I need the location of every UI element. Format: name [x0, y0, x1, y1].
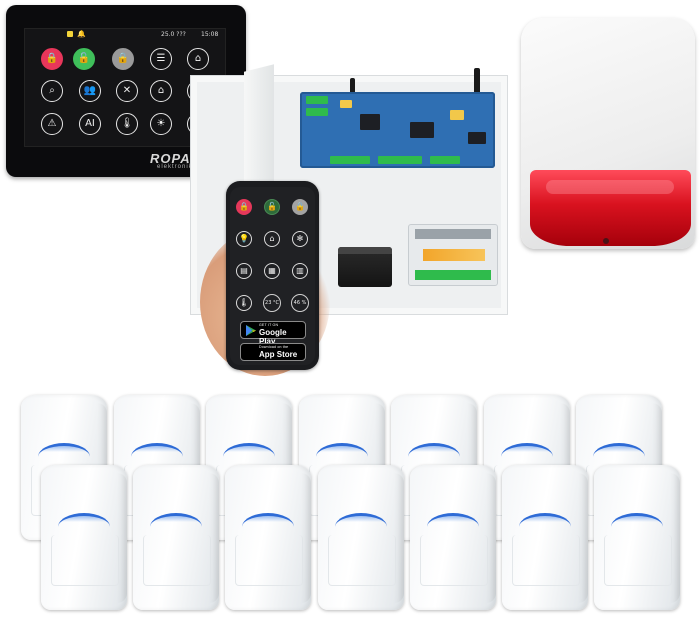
pir-lens [427, 513, 479, 527]
notification-icon [67, 31, 73, 37]
keypad-status-bar: 🔔 25.0 ??? 15:08 [25, 29, 225, 41]
pir-lens [242, 513, 294, 527]
google-play-icon [246, 325, 256, 336]
gate-icon: ▦ [264, 263, 280, 279]
keypad-clock: 15:08 [201, 31, 219, 38]
thermometer-icon: 🌡 [116, 113, 138, 135]
pir-motion-detector [502, 465, 588, 610]
bell-icon: 🔔 [77, 30, 86, 38]
pir-motion-detector [318, 465, 404, 610]
pir-lens [335, 513, 387, 527]
phone-lock-red-icon: 🔒 [236, 199, 252, 215]
garage-icon: ▥ [292, 263, 308, 279]
home-icon: ⌂ [187, 48, 209, 70]
pir-motion-detector [41, 465, 127, 610]
search-doc-icon: ⌕ [41, 80, 63, 102]
ai-sensor-icon: AI [79, 113, 101, 135]
pir-lens [38, 443, 90, 457]
antenna-right [474, 68, 480, 112]
ropam-logo: ROPAM [150, 151, 203, 166]
phone-lock-grey-icon: 🔒 [292, 199, 308, 215]
ropam-logo-sub: elektronik [157, 164, 193, 170]
house-check-icon: ⌂ [150, 80, 172, 102]
pir-motion-detector [225, 465, 311, 610]
app-store-small-text: Download on the [259, 345, 289, 349]
sun-temp-icon: ☀ [150, 113, 172, 135]
warning-icon: ⚠ [41, 113, 63, 135]
fan-icon: ✻ [292, 231, 308, 247]
pir-lens [150, 513, 202, 527]
blinds-icon: ▤ [236, 263, 252, 279]
pir-lens [316, 443, 368, 457]
siren-red-lens [530, 170, 691, 246]
phone-screen: 🔒 🔓 🔒 💡 ⌂ ✻ ▤ ▦ ▥ 🌡 23 °C 46 % GET IT ON… [230, 187, 315, 365]
google-play-small-text: GET IT ON [259, 323, 279, 327]
tools-icon: ✕ [116, 80, 138, 102]
pir-motion-detector [410, 465, 496, 610]
phone-humidity: 46 % [291, 294, 309, 312]
pir-lens [593, 443, 645, 457]
power-supply-module [408, 224, 498, 286]
app-store-badge[interactable]: Download on the App Store [240, 343, 306, 361]
phone-lock-green-icon: 🔓 [264, 199, 280, 215]
lock-green-icon: 🔓 [73, 48, 95, 70]
app-store-label: App Store [259, 350, 298, 359]
smartphone: 🔒 🔓 🔒 💡 ⌂ ✻ ▤ ▦ ▥ 🌡 23 °C 46 % GET IT ON… [226, 181, 319, 370]
list-icon: ☰ [150, 48, 172, 70]
pir-motion-detector [133, 465, 219, 610]
siren-screw [603, 238, 609, 244]
alarm-icon: ⌂ [264, 231, 280, 247]
pir-lens [223, 443, 275, 457]
pir-lens [501, 443, 553, 457]
main-pcb [300, 92, 495, 168]
apple-icon [246, 347, 256, 358]
pir-motion-detector [594, 465, 680, 610]
pir-lens [408, 443, 460, 457]
bulb-icon: 💡 [236, 231, 252, 247]
phone-temperature: 23 °C [263, 294, 281, 312]
google-play-label: Google Play [259, 328, 287, 346]
lock-red-icon: 🔒 [41, 48, 63, 70]
pir-lens [131, 443, 183, 457]
lock-grey-icon: 🔒 [112, 48, 134, 70]
pir-lens [611, 513, 663, 527]
phone-thermometer-icon: 🌡 [236, 295, 252, 311]
keypad-temperature: 25.0 ??? [161, 31, 186, 38]
users-icon: 👥 [79, 80, 101, 102]
battery [338, 247, 392, 287]
google-play-badge[interactable]: GET IT ON Google Play [240, 321, 306, 346]
pir-lens [519, 513, 571, 527]
pir-lens [58, 513, 110, 527]
